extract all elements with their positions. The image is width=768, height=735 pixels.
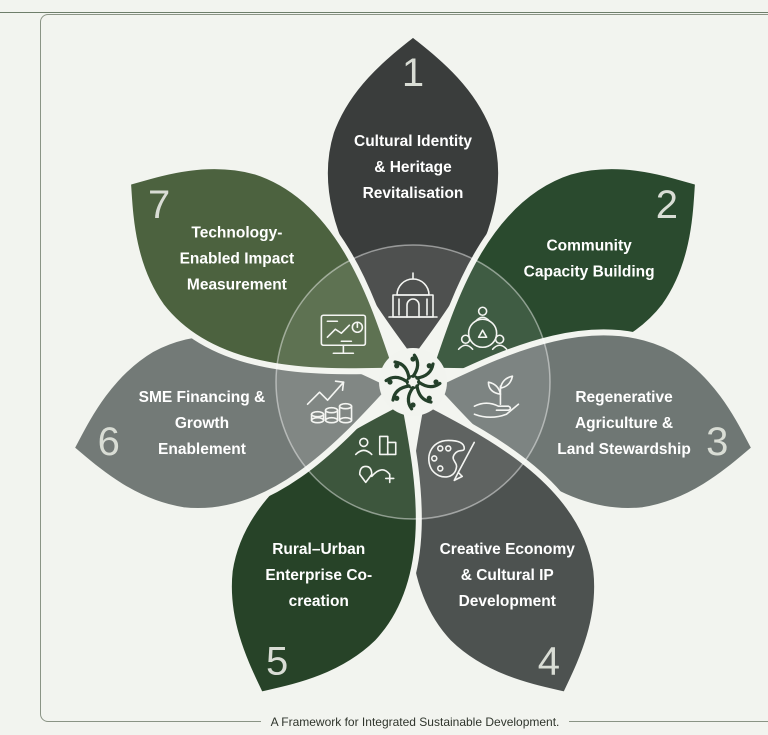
petal-6-number: 6	[98, 420, 120, 464]
hand-sprout-icon	[473, 375, 520, 419]
rural-urban-icon	[354, 435, 397, 484]
interconnected-cycle-icon	[384, 353, 442, 411]
top-rule	[0, 12, 768, 13]
dashboard-monitor-icon	[320, 314, 367, 355]
growth-coins-icon	[306, 380, 353, 424]
community-network-icon	[457, 306, 508, 351]
caption-text: A Framework for Integrated Sustainable D…	[260, 715, 570, 729]
petal-7-number: 7	[148, 183, 170, 227]
petal-1-number: 1	[402, 51, 424, 95]
petal-4-number: 4	[538, 640, 560, 684]
petal-7	[124, 163, 400, 375]
diagram-caption: A Framework for Integrated Sustainable D…	[0, 714, 768, 730]
petal-2-number: 2	[656, 183, 678, 227]
heritage-building-icon	[388, 272, 438, 318]
petal-3-number: 3	[706, 420, 728, 464]
palette-brush-icon	[428, 439, 476, 482]
petal-5-number: 5	[266, 640, 288, 684]
